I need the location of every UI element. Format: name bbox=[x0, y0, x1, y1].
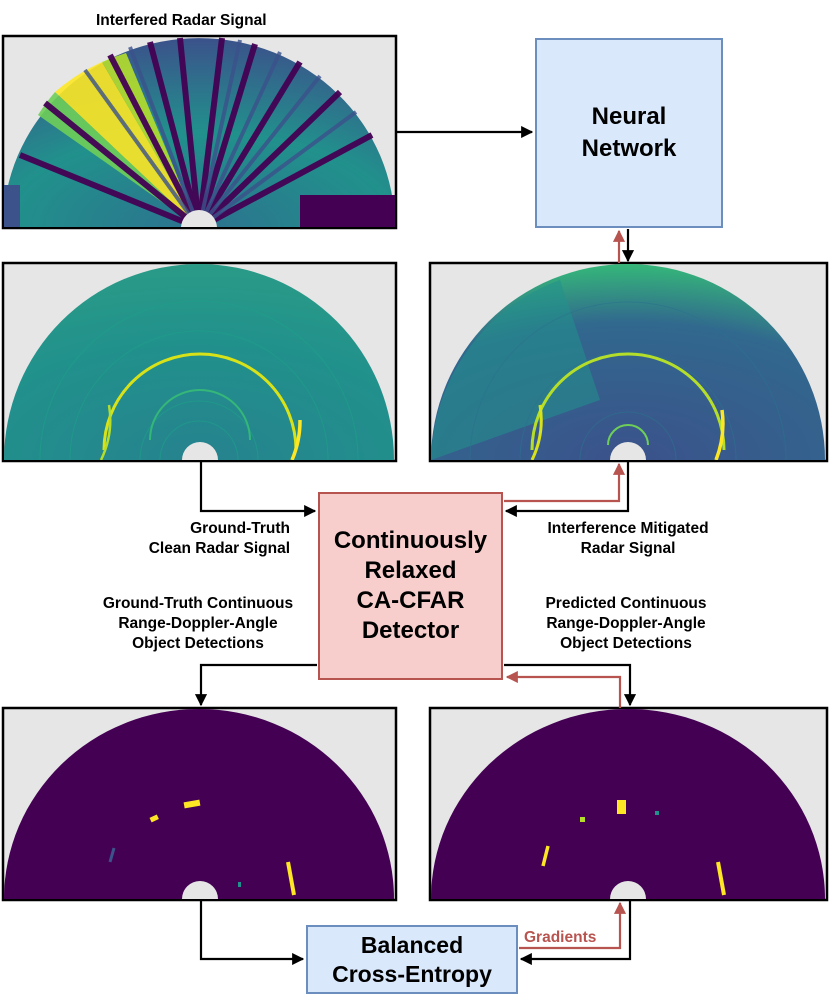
pred-detections-line-2: Range-Doppler-Angle bbox=[546, 615, 706, 632]
cfar-line-2: Relaxed bbox=[364, 557, 457, 584]
balanced-cross-entropy-box: Balanced Cross-Entropy bbox=[306, 925, 518, 994]
interfered-radar-panel bbox=[1, 34, 398, 230]
nn-line-1: Neural bbox=[591, 103, 667, 130]
mitigated-signal-label: Interference Mitigated Radar Signal bbox=[528, 519, 728, 559]
mitigated-line-2: Radar Signal bbox=[580, 540, 676, 557]
clean-radar-panel bbox=[1, 261, 398, 463]
gt-detections-panel bbox=[1, 706, 398, 902]
arrow-pred-to-bce bbox=[519, 900, 632, 966]
gt-detections-line-3: Object Detections bbox=[132, 635, 264, 652]
cfar-line-1: Continuously bbox=[333, 527, 488, 554]
cfar-line-4: Detector bbox=[361, 617, 460, 644]
arrow-mitigated-to-cfar bbox=[504, 462, 630, 518]
mitigated-radar-panel bbox=[428, 261, 829, 463]
gt-detections-label: Ground-Truth Continuous Range-Doppler-An… bbox=[78, 594, 318, 654]
arrow-gradient-to-pred bbox=[519, 901, 627, 950]
bce-line-2: Cross-Entropy bbox=[332, 960, 492, 987]
arrow-cfar-to-gt-detections bbox=[194, 663, 317, 707]
interfered-signal-label: Interfered Radar Signal bbox=[96, 12, 267, 29]
cfar-line-3: CA-CFAR bbox=[356, 587, 465, 614]
arrow-clean-to-cfar bbox=[199, 462, 317, 518]
arrow-cfar-to-pred-detections bbox=[504, 663, 637, 707]
gt-detections-line-2: Range-Doppler-Angle bbox=[118, 615, 278, 632]
connector-arrows bbox=[194, 125, 637, 966]
gt-clean-signal-label: Ground-Truth Clean Radar Signal bbox=[120, 519, 290, 559]
pred-detections-label: Predicted Continuous Range-Doppler-Angle… bbox=[516, 594, 736, 654]
cfar-detector-box: Continuously Relaxed CA-CFAR Detector bbox=[318, 492, 503, 680]
gt-clean-line-1: Ground-Truth bbox=[190, 520, 290, 537]
pred-detections-panel bbox=[428, 706, 829, 902]
bce-line-1: Balanced bbox=[360, 931, 464, 958]
gt-clean-line-2: Clean Radar Signal bbox=[148, 540, 290, 557]
pred-detections-line-3: Object Detections bbox=[560, 635, 692, 652]
neural-network-box: Neural Network bbox=[535, 38, 723, 228]
mitigated-line-1: Interference Mitigated bbox=[547, 520, 709, 537]
pred-detections-line-1: Predicted Continuous bbox=[545, 595, 707, 612]
nn-line-2: Network bbox=[581, 135, 677, 162]
gradients-label: Gradients bbox=[524, 929, 597, 946]
arrow-gradient-to-cfar bbox=[505, 670, 622, 708]
gt-detections-line-1: Ground-Truth Continuous bbox=[102, 595, 294, 612]
arrow-gt-to-bce bbox=[199, 900, 305, 966]
arrow-gradient-to-mitigated bbox=[504, 462, 626, 503]
